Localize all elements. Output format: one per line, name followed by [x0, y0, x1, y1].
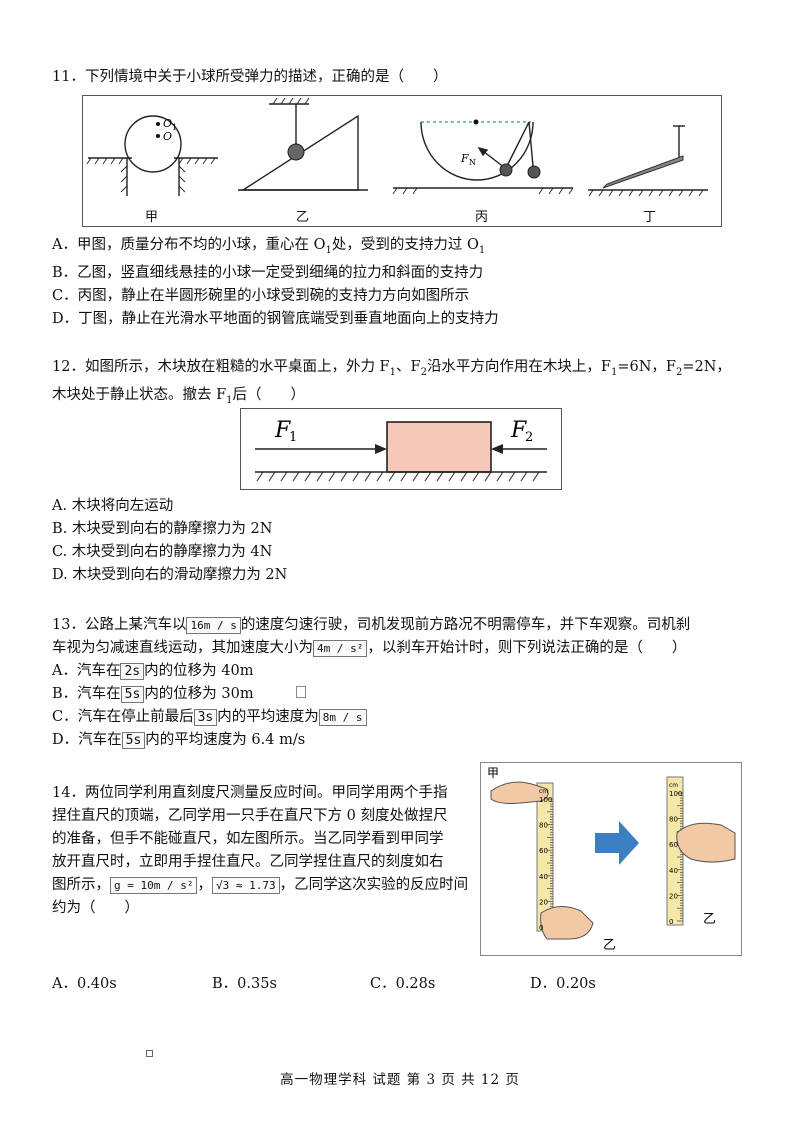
q12-diagram: F 1 F 2: [255, 418, 547, 482]
q14-diagram: 甲 乙 乙 cm cm 100 80 60 40 20 0 100 80 60 40 20 0: [487, 766, 736, 953]
svg-text:1: 1: [289, 430, 297, 445]
hand-jia-left: [490, 781, 549, 804]
label-yi-left: 乙: [603, 938, 616, 953]
ruler-tick-label: 40: [539, 873, 548, 881]
ruler-tick-label: 20: [669, 892, 678, 900]
ball-bing: [499, 163, 513, 177]
fig-ding: [588, 125, 708, 197]
accel-formula: 4m / s²: [313, 639, 368, 657]
o1-label: O: [163, 117, 172, 130]
ruler-tick-label: 60: [539, 847, 548, 855]
svg-text:1: 1: [172, 123, 177, 132]
sqrt3-formula: √3 ≈ 1.73: [211, 876, 280, 894]
q14-options: A．0.40s B．0.35s C．0.28s D．0.20s: [52, 973, 752, 997]
ruler-tick-label: 100: [539, 796, 552, 804]
q11-option-a: A．甲图，质量分布不均的小球，重心在 O1处，受到的支持力过 O1: [52, 237, 486, 256]
ruler-tick-label: 80: [539, 822, 548, 830]
ball-yi: [287, 143, 305, 161]
fig-jia: [86, 115, 218, 196]
q12-option-b: B. 木块受到向右的静摩擦力为 2N: [52, 521, 273, 537]
speed-formula: 16m / s: [186, 616, 241, 634]
ruler-tick-label: 40: [669, 867, 678, 875]
hand-yi-right: [676, 822, 736, 863]
wood-block: [386, 421, 492, 473]
ruler-tick-label: 0: [669, 918, 673, 926]
q11-diagram: O 1 O F N: [86, 97, 708, 197]
q14-option-a: A．0.40s: [52, 976, 117, 992]
ruler-tick-label: 80: [669, 816, 678, 824]
fig-label-bing: 丙: [475, 210, 489, 225]
label-yi-right: 乙: [703, 912, 716, 927]
q12-option-c: C. 木块受到向右的静摩擦力为 4N: [52, 544, 273, 560]
ruler-tick-label: 100: [669, 790, 682, 798]
small-square-mark: [146, 1050, 153, 1057]
page-footer: 高一物理学科 试题 第 3 页 共 12 页: [280, 1072, 520, 1088]
q14-option-d: D．0.20s: [530, 976, 596, 992]
cm-label-left: cm: [539, 788, 548, 795]
ruler-tick-label: 60: [669, 841, 678, 849]
placeholder-glyph: [296, 686, 306, 698]
fig-label-jia: 甲: [145, 210, 159, 225]
q14-stem: 14．两位同学利用直刻度尺测量反应时间。甲同学用两个手指 捏住直尺的顶端，乙同学…: [52, 785, 469, 916]
fig-label-ding: 丁: [643, 210, 657, 225]
g-formula: g = 10m / s²: [110, 876, 198, 894]
q11-option-b: B．乙图，竖直细线悬挂的小球一定受到细绳的拉力和斜面的支持力: [52, 264, 484, 281]
hand-yi-left: [540, 906, 594, 940]
steel-pipe: [602, 155, 684, 189]
fig-bing: [392, 121, 574, 195]
f1-label: F: [274, 418, 291, 443]
q12-option-d: D. 木块受到向右的滑动摩擦力为 2N: [52, 567, 288, 583]
q14-option-b: B．0.35s: [212, 976, 277, 992]
label-jia: 甲: [487, 766, 499, 780]
q11-stem: 11．下列情境中关于小球所受弹力的描述，正确的是（ ）: [52, 69, 448, 85]
q11-option-d: D．丁图，静止在光滑水平地面的钢管底端受到垂直地面向上的支持力: [52, 310, 499, 327]
o-label: O: [163, 130, 172, 143]
f2-label: F: [510, 418, 527, 443]
q11-options: A．甲图，质量分布不均的小球，重心在 O1处，受到的支持力过 O1 B．乙图，竖…: [52, 234, 752, 331]
svg-text:2: 2: [525, 430, 533, 445]
ruler-tick-label: 0: [539, 924, 543, 932]
fn-label: F: [460, 152, 469, 165]
cm-label-right: cm: [669, 782, 678, 789]
fig-yi: [238, 97, 368, 191]
svg-text:N: N: [469, 158, 476, 167]
q14-figure: 甲 乙 乙 cm cm 100 80 60 40 20 0 100 80 60 40 20 0: [480, 762, 742, 956]
q12-options: A. 木块将向左运动 B. 木块受到向右的静摩擦力为 2N C. 木块受到向右的…: [52, 495, 752, 587]
ruler-tick-label: 20: [539, 898, 548, 906]
arrow-icon: [595, 821, 639, 865]
q12-figure: F 1 F 2: [240, 408, 562, 490]
q11-option-c: C．丙图，静止在半圆形碗里的小球受到碗的支持力方向如图所示: [52, 287, 470, 304]
fig-label-yi: 乙: [296, 210, 310, 225]
q14-option-c: C．0.28s: [370, 976, 436, 992]
q11-figure: O 1 O F N: [82, 95, 722, 227]
q12-stem: 12．如图所示，木块放在粗糙的水平桌面上，外力 F1、F2沿水平方向作用在木块上…: [52, 359, 731, 406]
q12-option-a: A. 木块将向左运动: [52, 498, 174, 514]
